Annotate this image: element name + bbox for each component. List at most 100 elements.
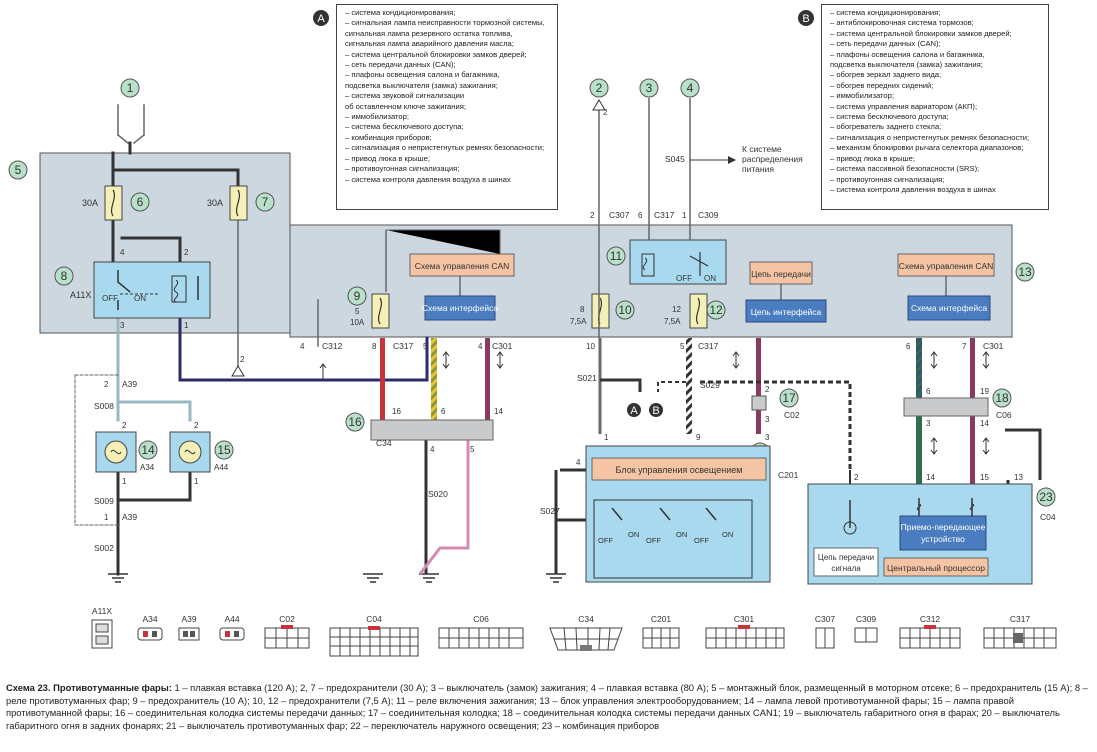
svg-text:2: 2 xyxy=(765,385,770,394)
svg-text:1: 1 xyxy=(184,321,189,330)
svg-text:17: 17 xyxy=(782,391,796,405)
callout-a-item: – привод люка в крыше; xyxy=(345,153,430,163)
svg-text:2: 2 xyxy=(854,473,859,482)
svg-text:7: 7 xyxy=(262,195,269,209)
svg-text:S020: S020 xyxy=(428,489,448,499)
svg-text:Цепь интерфейса: Цепь интерфейса xyxy=(751,307,822,317)
callout-b-item: – плафоны освещения салона и багажника, xyxy=(830,49,985,59)
svg-text:30A: 30A xyxy=(207,198,223,208)
svg-text:OFF: OFF xyxy=(102,294,118,303)
callout-a-item: об оставленном ключе зажигания; xyxy=(345,101,466,111)
callout-b-item: – противоугонная сигнализация; xyxy=(830,174,945,184)
svg-text:7,5A: 7,5A xyxy=(664,317,681,326)
lighting-switch-22: Блок управления освещением OFF ON OFF ON… xyxy=(585,445,771,583)
svg-text:5: 5 xyxy=(680,342,685,351)
marker-5: 5 xyxy=(8,160,28,180)
svg-text:6: 6 xyxy=(441,407,446,416)
svg-text:4: 4 xyxy=(576,458,581,467)
svg-text:4: 4 xyxy=(430,445,435,454)
svg-text:S021: S021 xyxy=(577,373,597,383)
wires-left xyxy=(74,104,429,576)
callout-a-item: – сеть передачи данных (CAN); xyxy=(345,60,456,70)
svg-text:1: 1 xyxy=(194,477,199,486)
marker-18: 18 xyxy=(992,388,1012,408)
can-control-box-1 xyxy=(409,253,515,277)
svg-text:13: 13 xyxy=(1018,265,1032,279)
svg-text:A: A xyxy=(317,13,325,25)
svg-text:14: 14 xyxy=(980,419,989,428)
svg-text:5: 5 xyxy=(355,307,360,316)
connector-C309: C309 xyxy=(854,614,878,643)
svg-text:OFF: OFF xyxy=(676,274,692,283)
svg-text:3: 3 xyxy=(765,415,770,424)
svg-text:A44: A44 xyxy=(224,614,239,624)
interface-box-4 xyxy=(907,295,991,321)
callout-b-item: – привод люка в крыше; xyxy=(830,153,915,163)
svg-text:C312: C312 xyxy=(322,341,343,351)
callout-b-item: – система пассивной безопасности (SRS); xyxy=(830,164,980,174)
svg-text:C317: C317 xyxy=(698,341,719,351)
svg-text:S027: S027 xyxy=(540,506,560,516)
callout-a-item: – система звуковой сигнализации xyxy=(345,91,465,101)
callout-a-item: – комбинация приборов; xyxy=(345,132,432,142)
callout-a-item: – система бесключевого доступа; xyxy=(345,122,464,132)
caption-title: Схема 23. Противотуманные фары: xyxy=(6,682,172,693)
svg-text:C317: C317 xyxy=(1010,614,1031,624)
svg-text:C309: C309 xyxy=(698,210,719,220)
callout-a-item: подсветка выключателя (замка) зажигания; xyxy=(345,80,498,90)
marker-6: 6 xyxy=(130,192,150,212)
svg-text:распределения: распределения xyxy=(742,154,803,164)
svg-text:Схема управления CAN: Схема управления CAN xyxy=(415,261,510,271)
svg-text:A39: A39 xyxy=(181,614,196,624)
callout-a-item: сигнальная лампа резервного остатка топл… xyxy=(345,28,513,38)
connector-C04: C04 xyxy=(329,614,419,657)
svg-text:Центральный процессор: Центральный процессор xyxy=(887,563,985,573)
callout-b-item: – сеть передачи данных (CAN); xyxy=(830,39,941,49)
svg-text:питания: питания xyxy=(742,164,774,174)
svg-text:ON: ON xyxy=(134,294,146,303)
connector-C317: C317 xyxy=(983,614,1057,649)
svg-text:6: 6 xyxy=(906,342,911,351)
svg-text:Приемо-передающее: Приемо-передающее xyxy=(901,522,986,532)
svg-text:16: 16 xyxy=(392,407,401,416)
marker-14: 14 xyxy=(138,440,158,460)
svg-text:OFF: OFF xyxy=(598,536,613,545)
svg-text:A: A xyxy=(630,405,638,417)
marker-11: 11 xyxy=(606,246,626,266)
svg-text:C307: C307 xyxy=(609,210,630,220)
marker-15: 15 xyxy=(214,440,234,460)
svg-text:8: 8 xyxy=(580,305,585,314)
svg-text:C312: C312 xyxy=(920,614,941,624)
svg-text:4: 4 xyxy=(687,81,694,95)
svg-text:5: 5 xyxy=(470,445,475,454)
callout-a-item: – противоугонная сигнализация; xyxy=(345,164,460,174)
lamp-14: A34 xyxy=(95,431,155,473)
wiring-diagram: 1 2 3 4 5 6 7 8 9 10 11 12 13 14 15 16 1… xyxy=(8,10,1057,657)
svg-text:8: 8 xyxy=(61,269,68,283)
instrument-cluster-23: Приемо-передающее устройство Центральный… xyxy=(807,483,1033,585)
svg-text:ON: ON xyxy=(628,530,639,539)
svg-text:4: 4 xyxy=(120,248,125,257)
svg-text:C04: C04 xyxy=(366,614,382,624)
svg-text:A44: A44 xyxy=(214,463,229,472)
svg-text:14: 14 xyxy=(141,443,155,457)
svg-text:3: 3 xyxy=(765,433,770,442)
connector-C02: C02 xyxy=(264,614,310,649)
svg-text:C301: C301 xyxy=(492,341,513,351)
svg-text:C34: C34 xyxy=(578,614,594,624)
svg-text:A11X: A11X xyxy=(70,290,91,300)
marker-4: 4 xyxy=(680,78,700,98)
svg-text:ON: ON xyxy=(676,530,687,539)
marker-10: 10 xyxy=(615,300,635,320)
callout-b-item: – антиблокировочная система тормозов; xyxy=(830,18,974,28)
svg-text:12: 12 xyxy=(672,305,681,314)
svg-text:14: 14 xyxy=(926,473,935,482)
connector-A44: A44 xyxy=(219,614,245,641)
svg-text:5: 5 xyxy=(15,163,22,177)
svg-text:S045: S045 xyxy=(665,154,685,164)
callout-a-item: – система контроля давления воздуха в ши… xyxy=(345,174,511,184)
callout-a-item: – плафоны освещения салона и багажника, xyxy=(345,70,500,80)
svg-text:C06: C06 xyxy=(996,410,1012,420)
connector-C307: C307 xyxy=(815,614,835,649)
